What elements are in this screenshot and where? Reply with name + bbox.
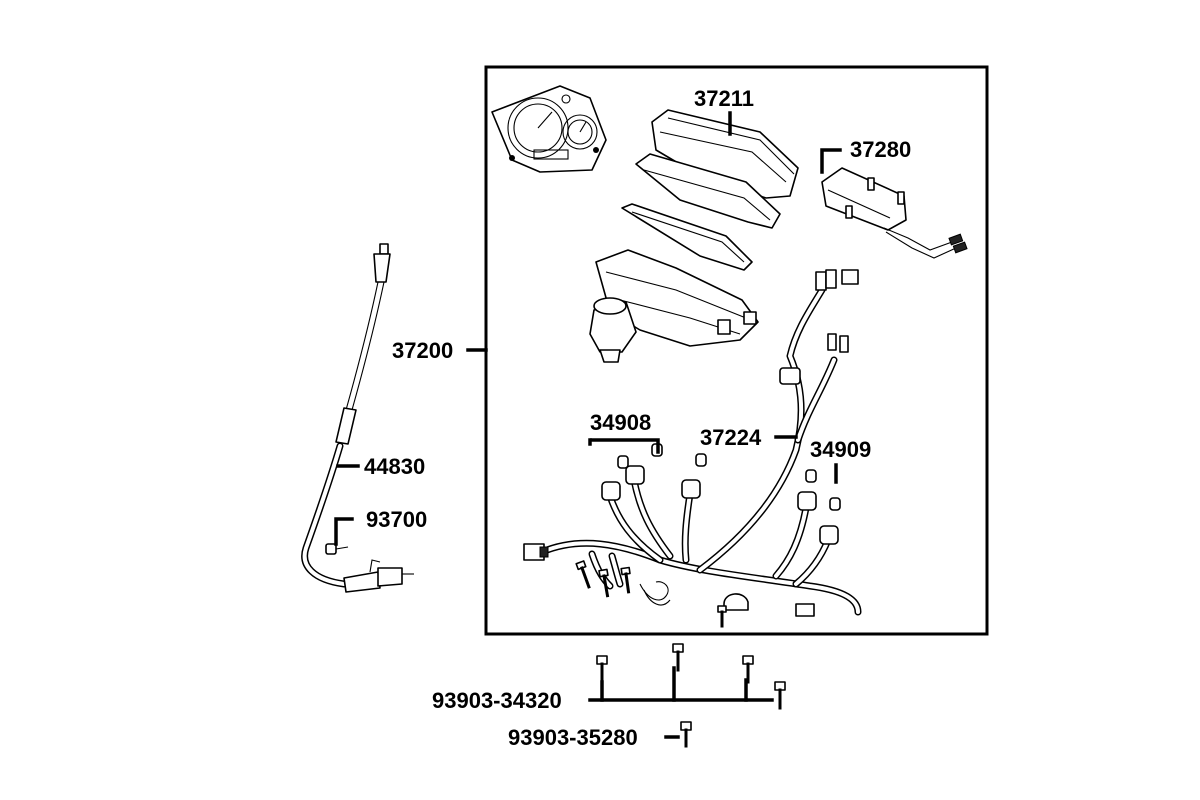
label-37224: 37224 — [700, 425, 762, 450]
label-34908: 34908 — [590, 410, 651, 435]
speedometer-cable-illustration — [301, 243, 414, 593]
bulb-sockets-illustration — [601, 443, 841, 545]
bulb-socket-34909-b — [819, 497, 841, 545]
bulb-socket-34909-a — [797, 469, 817, 511]
bulb-socket-right — [681, 453, 707, 499]
indicator-unit-37280-illustration — [821, 167, 968, 259]
leader-lines — [334, 111, 842, 739]
meter-cover-37211-illustration — [621, 109, 799, 271]
label-44830: 44830 — [364, 454, 425, 479]
label-37280: 37280 — [850, 137, 911, 162]
label-37211: 37211 — [694, 86, 754, 111]
meter-face-illustration — [491, 85, 607, 173]
screws-inside-frame-illustration — [575, 560, 727, 628]
label-93903-35280: 93903-35280 — [508, 725, 638, 750]
label-37200: 37200 — [392, 338, 453, 363]
label-93903-34320: 93903-34320 — [432, 688, 562, 713]
label-93700: 93700 — [366, 507, 427, 532]
wiring-harness-37224-illustration — [523, 269, 862, 617]
bulb-socket-left — [601, 455, 629, 501]
label-34909: 34909 — [810, 437, 871, 462]
screws-below-frame-illustration — [596, 643, 786, 748]
meter-case-illustration — [589, 249, 759, 363]
